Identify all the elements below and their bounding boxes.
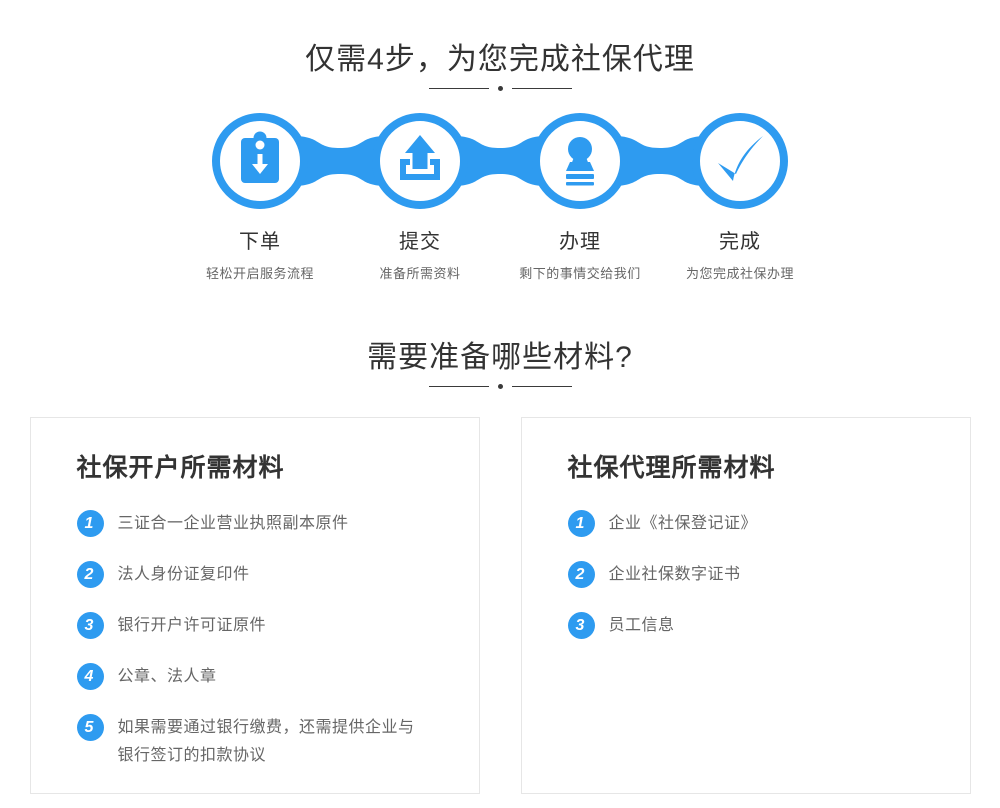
process-section-title: 仅需4步，为您完成社保代理 — [305, 43, 695, 76]
card-social-security-agency: 社保代理所需材料 1 企业《社保登记证》 2 企业社保数字证书 3 员工信息 — [520, 417, 971, 794]
list-item: 5 如果需要通过银行缴费，还需提供企业与银行签订的扣款协议 — [76, 714, 443, 770]
list-item: 3 银行开户许可证原件 — [76, 612, 443, 640]
title-divider — [0, 384, 1000, 389]
step-connector — [618, 136, 702, 186]
item-text: 企业《社保登记证》 — [608, 515, 758, 532]
item-text: 法人身份证复印件 — [117, 566, 250, 583]
step-circle — [692, 113, 788, 209]
card-title: 社保开户所需材料 — [76, 454, 285, 482]
title-divider — [0, 86, 1000, 91]
divider-line — [428, 386, 489, 387]
number-badge: 1 — [567, 510, 595, 537]
divider-line — [511, 386, 572, 387]
item-text: 企业社保数字证书 — [608, 566, 741, 583]
number-badge: 4 — [76, 663, 104, 690]
list-item: 2 法人身份证复印件 — [76, 561, 443, 589]
divider-dot — [497, 86, 503, 91]
steps-labels: 下单 轻松开启服务流程 提交 准备所需资料 办理 剩下的事情交给我们 完成 为您… — [180, 225, 820, 282]
number-badge: 5 — [76, 714, 104, 741]
step-subtitle: 剩下的事情交给我们 — [519, 266, 641, 281]
item-text: 三证合一企业营业执照副本原件 — [117, 515, 349, 532]
step-order: 下单 轻松开启服务流程 — [180, 225, 340, 282]
steps-flow-svg — [212, 113, 788, 209]
step-title: 完成 — [719, 231, 761, 253]
steps-graphic — [0, 111, 1000, 211]
step-connector — [458, 136, 542, 186]
card-title: 社保代理所需材料 — [567, 454, 776, 482]
step-title: 办理 — [559, 231, 601, 253]
card-social-security-account: 社保开户所需材料 1 三证合一企业营业执照副本原件 2 法人身份证复印件 3 银… — [29, 417, 480, 794]
stamp-icon — [566, 137, 594, 186]
item-text: 员工信息 — [608, 617, 675, 634]
step-process: 办理 剩下的事情交给我们 — [500, 225, 660, 282]
clipboard-order-icon — [241, 131, 279, 183]
materials-list: 1 企业《社保登记证》 2 企业社保数字证书 3 员工信息 — [567, 510, 934, 640]
list-item: 4 公章、法人章 — [76, 663, 443, 691]
materials-section-title: 需要准备哪些材料? — [367, 341, 633, 374]
item-text: 如果需要通过银行缴费，还需提供企业与银行签订的扣款协议 — [117, 719, 415, 764]
process-section: 仅需4步，为您完成社保代理 — [0, 0, 1000, 282]
list-item: 1 企业《社保登记证》 — [567, 510, 934, 538]
divider-line — [511, 88, 572, 89]
step-submit: 提交 准备所需资料 — [340, 225, 500, 282]
item-text: 公章、法人章 — [117, 668, 217, 685]
number-badge: 1 — [76, 510, 104, 537]
number-badge: 3 — [76, 612, 104, 639]
materials-section: 需要准备哪些材料? 社保开户所需材料 1 三证合一企业营业执照副本原件 2 法人… — [0, 332, 1000, 794]
materials-cards: 社保开户所需材料 1 三证合一企业营业执照副本原件 2 法人身份证复印件 3 银… — [0, 417, 1000, 794]
materials-list: 1 三证合一企业营业执照副本原件 2 法人身份证复印件 3 银行开户许可证原件 … — [76, 510, 443, 770]
number-badge: 3 — [567, 612, 595, 639]
divider-dot — [497, 384, 503, 389]
number-badge: 2 — [567, 561, 595, 588]
step-subtitle: 准备所需资料 — [379, 266, 461, 281]
checkmark-icon — [718, 136, 763, 181]
step-connector — [298, 136, 382, 186]
list-item: 3 员工信息 — [567, 612, 934, 640]
item-text: 银行开户许可证原件 — [117, 617, 267, 634]
step-title: 下单 — [239, 231, 281, 253]
step-subtitle: 轻松开启服务流程 — [205, 266, 314, 281]
number-badge: 2 — [76, 561, 104, 588]
step-complete: 完成 为您完成社保办理 — [660, 225, 820, 282]
step-title: 提交 — [399, 231, 441, 253]
divider-line — [428, 88, 489, 89]
list-item: 2 企业社保数字证书 — [567, 561, 934, 589]
step-subtitle: 为您完成社保办理 — [685, 266, 794, 281]
upload-icon — [400, 135, 440, 180]
list-item: 1 三证合一企业营业执照副本原件 — [76, 510, 443, 538]
